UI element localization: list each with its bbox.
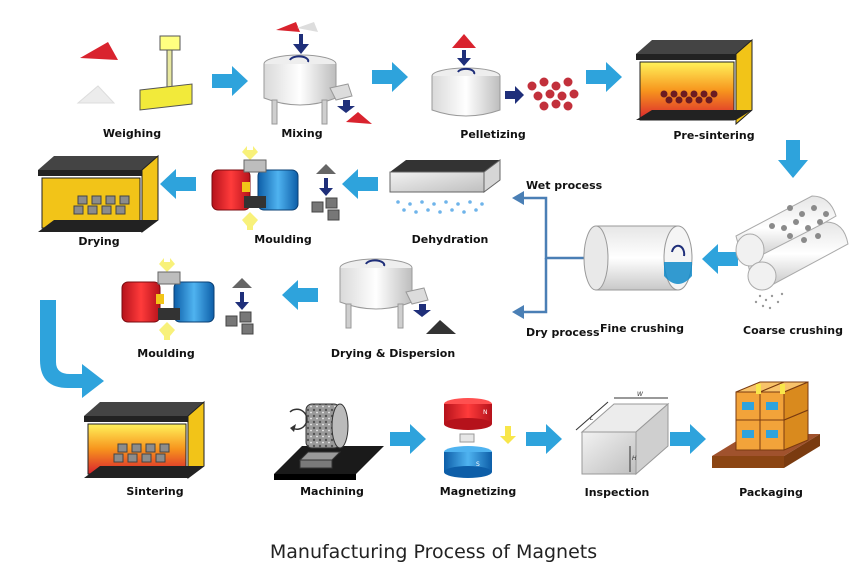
- flow-arrow-6: [702, 244, 738, 274]
- flow-arrow-1: [212, 66, 248, 96]
- pellet-balls: [527, 77, 579, 111]
- white-powder-pile: [76, 85, 116, 104]
- inspection-block: W L H: [575, 391, 670, 476]
- length-mark: L: [590, 415, 593, 422]
- red-powder-pile: [80, 42, 118, 60]
- step-label-mixing: Mixing: [281, 127, 322, 140]
- field-arrow-icon: [500, 426, 516, 444]
- pelletizing-illustration: [431, 34, 579, 117]
- step-label-sintering: Sintering: [126, 485, 183, 498]
- flow-arrow-8: [390, 424, 426, 454]
- fine-crushing-drum: [583, 225, 693, 291]
- machining-station: [274, 403, 384, 480]
- step-label-pelletizing: Pelletizing: [460, 128, 525, 141]
- rotation-icon: [289, 55, 310, 63]
- mixing-illustration: [263, 22, 372, 125]
- step-label-inspection: Inspection: [585, 486, 650, 499]
- pre-sintering-furnace: [636, 38, 753, 126]
- flow-arrow-down-right: [778, 140, 808, 178]
- step-label-machining: Machining: [300, 485, 364, 498]
- branch-label-wet-process: Wet process: [526, 179, 603, 192]
- height-mark: H: [632, 455, 637, 462]
- step-label-pre-sintering: Pre-sintering: [673, 129, 754, 142]
- moulding-press-bottom: [121, 258, 215, 340]
- branch-label-dry-process: Dry process: [526, 326, 600, 339]
- step-label-weighing: Weighing: [103, 127, 161, 140]
- packaging-pallet: [712, 381, 820, 468]
- step-label-dehydration: Dehydration: [412, 233, 489, 246]
- flow-arrow-7: [282, 280, 318, 310]
- step-label-packaging: Packaging: [739, 486, 803, 499]
- drying-dispersion-unit: [339, 258, 456, 334]
- flow-arrow-3: [586, 62, 622, 92]
- weighing-illustration: [76, 35, 193, 111]
- step-label-moulding-bottom: Moulding: [137, 347, 194, 360]
- scale-platform: [139, 83, 193, 111]
- moulding-press-top: [211, 146, 299, 230]
- step-label-moulding-top: Moulding: [254, 233, 311, 246]
- step-label-magnetizing: Magnetizing: [440, 485, 516, 498]
- magnetizing-unit: N S: [444, 398, 516, 478]
- scale-display: [159, 35, 181, 51]
- flow-arrow-9: [526, 424, 562, 454]
- north-pole-mark: N: [483, 409, 488, 416]
- step-label-drying: Drying: [78, 235, 119, 248]
- figure-caption: Manufacturing Process of Magnets: [269, 541, 598, 563]
- flow-arrow-2: [372, 62, 408, 92]
- flow-arrow-4: [160, 169, 196, 199]
- width-mark: W: [637, 391, 644, 398]
- powder-drop-bottom: [225, 278, 254, 335]
- process-branch-connector: [512, 191, 590, 319]
- step-label-coarse-crushing: Coarse crushing: [743, 324, 843, 337]
- flow-arrow-10: [670, 424, 706, 454]
- south-pole-mark: S: [476, 461, 480, 468]
- step-label-drying-dispersion: Drying & Dispersion: [331, 347, 455, 360]
- drying-furnace: [38, 154, 159, 233]
- coarse-crushing-rollers: [735, 195, 849, 310]
- step-label-fine-crushing: Fine crushing: [600, 322, 684, 335]
- flow-arrow-5: [342, 169, 378, 199]
- sintering-furnace: [84, 400, 205, 479]
- packaging-boxes: [735, 381, 809, 451]
- flow-arrow-curve: [40, 300, 104, 398]
- dehydration-unit: [389, 159, 501, 214]
- feed-arrow-icon: [293, 44, 309, 54]
- powder-drop-top: [311, 164, 340, 221]
